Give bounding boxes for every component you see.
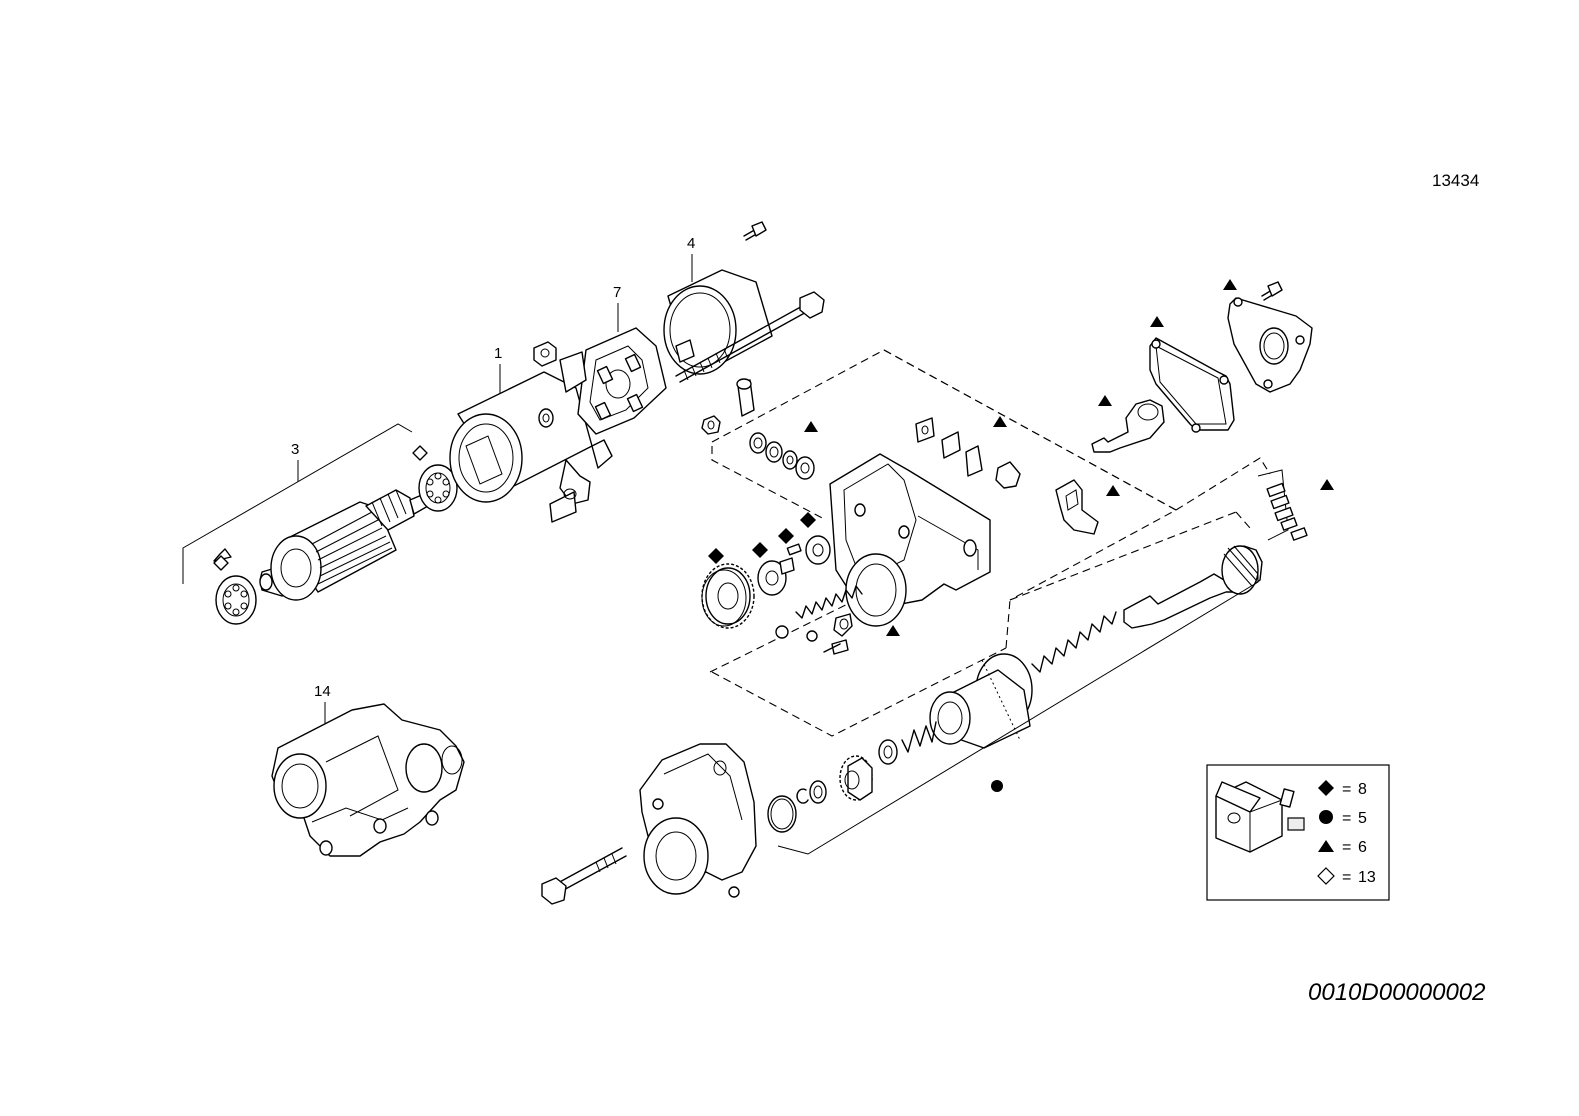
plunger-pin[interactable]	[736, 378, 755, 417]
callout-7[interactable]: 7	[613, 284, 621, 332]
clutch-spring[interactable]	[901, 721, 937, 753]
svg-text:1: 1	[494, 345, 502, 362]
callout-1[interactable]: 1	[494, 345, 502, 393]
solenoid-kit-outline	[709, 349, 1178, 737]
legend-value-diamond-filled: 8	[1358, 781, 1367, 798]
circle-filled-marker	[991, 780, 1003, 792]
armature[interactable]	[259, 489, 429, 601]
pinion-gear[interactable]	[839, 755, 873, 801]
drawing-code: 0010D00000002	[1308, 979, 1486, 1006]
callout-3[interactable]: 4	[687, 235, 695, 282]
svg-text:=: =	[1342, 839, 1351, 856]
cover-screw-right[interactable]	[1261, 281, 1283, 301]
shaft-group-bracket	[777, 511, 1259, 855]
callout-4[interactable]: 3	[291, 441, 299, 482]
solenoid-housing[interactable]	[829, 453, 991, 627]
terminal-holder[interactable]	[1055, 479, 1099, 535]
clutch-assembly[interactable]	[929, 653, 1033, 749]
contact-plate-set[interactable]	[915, 417, 1021, 489]
legend-diamond-filled	[1318, 780, 1334, 796]
mounting-bolt[interactable]	[541, 847, 627, 905]
legend-triangle-filled	[1318, 840, 1334, 852]
svg-text:7: 7	[613, 284, 621, 301]
legend-value-circle-filled: 5	[1358, 810, 1367, 827]
legend-value-diamond-outline: 13	[1358, 869, 1376, 886]
diamond-outline-marker	[213, 555, 229, 571]
kit-legend: = 8 = 5 = 6 = 13	[1206, 764, 1390, 901]
diamond-filled-marker	[708, 512, 816, 564]
drive-end-housing[interactable]	[639, 743, 757, 898]
svg-text:3: 3	[291, 441, 299, 458]
through-bolt[interactable]	[675, 291, 825, 383]
overrun-spring[interactable]	[1031, 611, 1117, 673]
legend-value-triangle-filled: 6	[1358, 839, 1367, 856]
legend-diamond-outline	[1317, 867, 1335, 885]
pinion-spacer[interactable]	[878, 739, 898, 765]
svg-text:=: =	[1342, 869, 1351, 886]
plunger-washer-set[interactable]	[749, 432, 815, 480]
solenoid-gasket[interactable]	[1149, 337, 1235, 433]
svg-text:=: =	[1342, 781, 1351, 798]
pin[interactable]	[786, 543, 802, 556]
terminal-nut[interactable]	[533, 341, 557, 367]
solenoid-plunger[interactable]	[1091, 399, 1165, 453]
brush-set[interactable]	[1266, 482, 1308, 541]
diamond-outline-marker	[412, 445, 428, 461]
svg-text:=: =	[1342, 810, 1351, 827]
yoke-housing[interactable]	[449, 371, 613, 523]
triangle-filled-marker	[804, 279, 1334, 636]
stop-ring[interactable]	[796, 780, 827, 804]
hex-nut[interactable]	[701, 415, 721, 435]
reference-number: 13434	[1432, 171, 1479, 190]
brush-holder[interactable]	[559, 327, 667, 435]
legend-circle-filled	[1319, 810, 1333, 824]
svg-text:4: 4	[687, 235, 695, 252]
planetary-gear-large[interactable]	[701, 563, 755, 629]
svg-text:14: 14	[314, 683, 331, 700]
steel-ball[interactable]	[775, 625, 789, 639]
cover-screw[interactable]	[743, 221, 767, 241]
bearing-front[interactable]	[213, 548, 257, 625]
return-spring[interactable]	[795, 585, 863, 619]
starter-motor-assembly[interactable]	[271, 703, 465, 857]
o-ring[interactable]	[767, 795, 797, 833]
lever-fork[interactable]	[806, 613, 853, 655]
bearing-rear[interactable]	[418, 464, 458, 512]
output-shaft[interactable]	[1123, 545, 1263, 629]
repair-kit-box-icon	[1215, 781, 1305, 853]
solenoid-cover[interactable]	[1227, 297, 1313, 393]
armature-group-bracket	[182, 423, 413, 584]
planetary-gear-small[interactable]	[757, 557, 795, 596]
thrust-washer[interactable]	[805, 535, 831, 565]
